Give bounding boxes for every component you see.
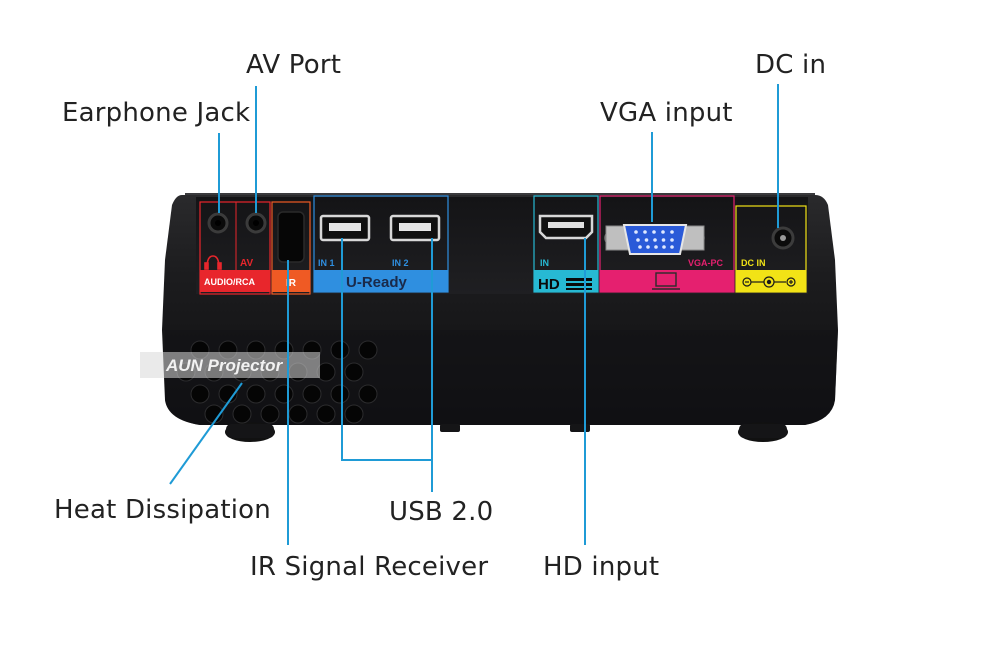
vent-hole	[358, 384, 378, 404]
hdmi-section: IN HD	[533, 195, 599, 293]
callout-usb: USB 2.0	[389, 497, 494, 527]
vent-hole	[288, 404, 308, 424]
vga-pin	[634, 230, 638, 234]
u-ready-label: U-Ready	[346, 274, 408, 291]
usb-in1-label: IN 1	[318, 258, 335, 268]
usb-section: IN 1 IN 2 U-Ready	[313, 195, 449, 293]
vent-hole	[302, 384, 322, 404]
vga-pin	[661, 238, 666, 242]
callout-vga-input: VGA input	[600, 98, 733, 128]
callout-ir-receiver: IR Signal Receiver	[250, 552, 489, 582]
vga-pins	[634, 230, 674, 249]
vent-hole	[232, 404, 252, 424]
vga-section: VGA-PC	[599, 195, 735, 293]
vga-pin	[670, 230, 674, 234]
vent-hole	[330, 384, 350, 404]
usb-in2-label: IN 2	[392, 258, 409, 268]
vent-hole	[316, 404, 336, 424]
vga-pin	[638, 245, 642, 249]
monitor-icon	[652, 272, 680, 290]
av-label: AV	[240, 258, 253, 269]
vga-pin	[661, 230, 665, 234]
vga-pin	[662, 245, 666, 249]
callout-av-port: AV Port	[246, 50, 342, 80]
watermark-text: AUN Projector	[165, 356, 284, 375]
vent-hole	[330, 340, 350, 360]
vga-pin	[643, 230, 647, 234]
vent-hole	[190, 384, 210, 404]
vga-pc-label: VGA-PC	[688, 258, 724, 268]
dc-in-section: DC IN	[735, 205, 807, 293]
vent-hole	[260, 404, 280, 424]
dc-polarity-icon	[742, 276, 796, 288]
hd-logo-mark	[566, 278, 592, 290]
callout-lines	[169, 84, 779, 545]
hd-logo-text: HD	[538, 276, 560, 293]
ir-sensor-window	[277, 211, 305, 263]
vga-pin	[653, 238, 657, 242]
vga-pin	[652, 230, 656, 234]
vent-hole	[246, 384, 266, 404]
audio-rca-label: AUDIO/RCA	[204, 277, 255, 287]
vga-pin	[670, 238, 674, 242]
watermark-banner	[140, 352, 320, 378]
callout-dc-in: DC in	[755, 50, 827, 80]
callout-earphone-jack: Earphone Jack	[62, 98, 251, 128]
ir-label: IR	[286, 278, 297, 289]
vga-pin	[644, 238, 649, 242]
vent-hole	[344, 404, 364, 424]
dc-in-label: DC IN	[741, 258, 766, 268]
callout-hd-input: HD input	[543, 552, 660, 582]
headphone-icon	[204, 255, 222, 270]
line-heat-dissipation	[169, 382, 243, 485]
vent-hole	[344, 362, 364, 382]
ir-section: IR	[271, 201, 311, 295]
callout-heat-dissipation: Heat Dissipation	[54, 495, 271, 525]
line-usb	[341, 238, 433, 461]
vent-hole	[274, 384, 294, 404]
vga-pin	[654, 245, 658, 249]
vga-pin	[646, 245, 650, 249]
vent-hole	[358, 340, 378, 360]
hdmi-in-label: IN	[540, 258, 549, 268]
vga-pin	[670, 245, 674, 249]
vga-pin	[636, 238, 640, 242]
audio-rca-section: AV AUDIO/RCA	[199, 201, 271, 295]
